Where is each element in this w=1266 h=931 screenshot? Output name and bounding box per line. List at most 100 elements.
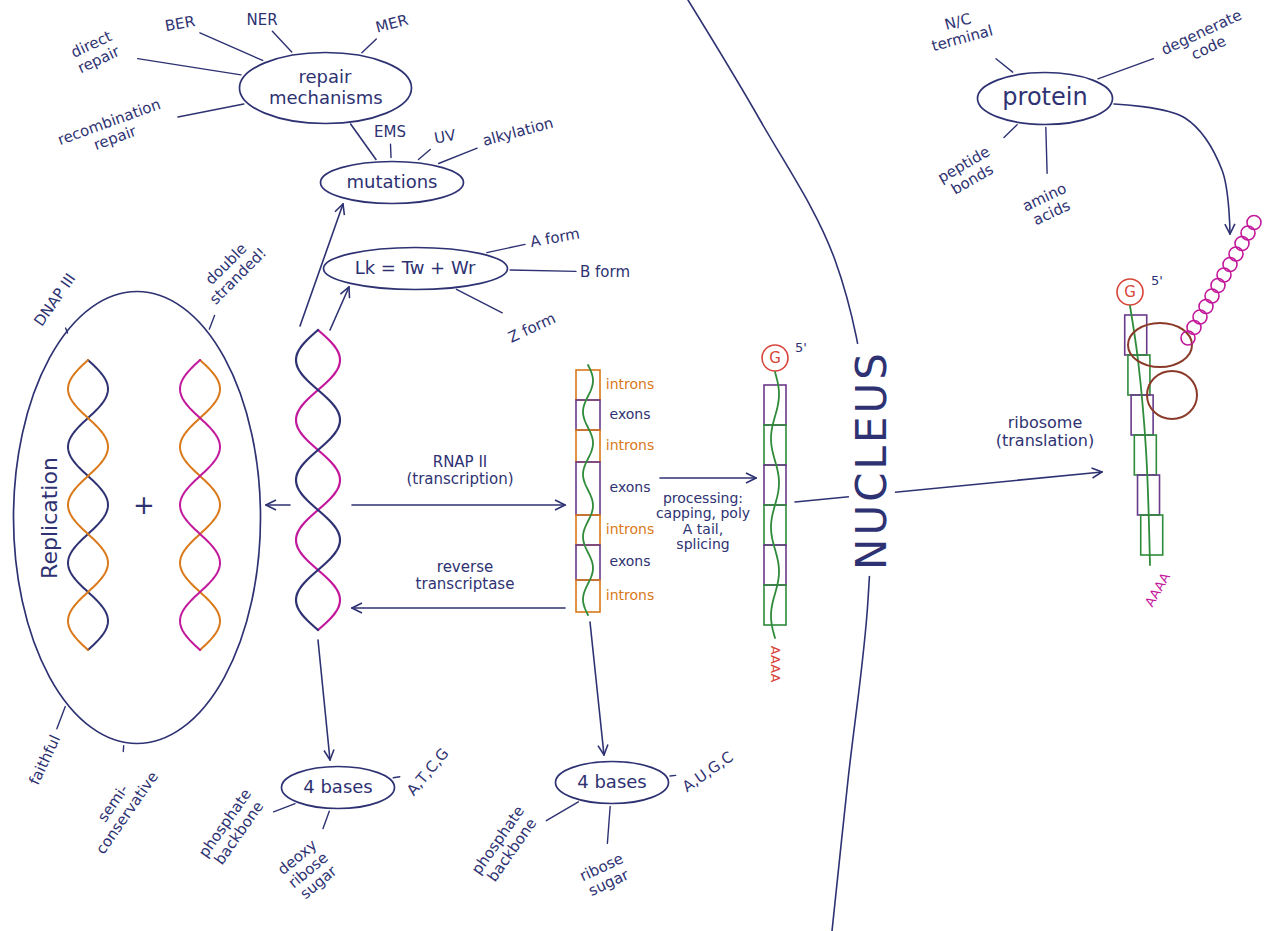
leader-line [138,59,241,75]
arrow [795,472,1102,502]
protein-property: amino acids [1014,177,1082,232]
amino-acid-bead [1235,237,1249,251]
repair-type: MER [374,12,410,36]
leader-line [323,811,329,828]
amino-acid-bead [1229,247,1243,261]
component: phosphate backbone [194,784,270,873]
parent-strand [180,360,220,650]
concept-oval: 4 bases [554,760,670,805]
region-label: introns [606,522,654,537]
oval-outline [239,53,411,124]
oval-outline [14,292,261,744]
component: ribose sugar [571,847,639,902]
node-title: Replication [37,457,62,579]
amino-acid-bead [1247,216,1261,230]
rna-strand [583,365,593,615]
protein-property: peptide bonds [929,140,1006,204]
amino-acid-bead [1181,331,1195,345]
oval-outline [282,766,395,808]
amino-acid-bead [1241,226,1255,240]
exon-segment [576,545,600,580]
concept-oval: mutations [319,160,465,205]
amino-acid-bead [1187,321,1201,335]
concept-oval: 4 bases [280,765,396,810]
connector-line [350,123,376,160]
oval-outline [978,72,1113,124]
oval-outline [556,761,669,803]
node-title: protein [1002,84,1087,112]
leader-line [996,59,1013,72]
mutagen: EMS [374,124,406,141]
component: phosphate backbone [467,801,543,890]
new-strand [180,360,220,650]
leader-line [1098,59,1154,79]
region-label: introns [606,588,654,603]
arrow [318,640,330,760]
leader-line [123,746,125,752]
process-label: RNAP II (transcription) [390,454,530,487]
exon-segment [764,465,786,505]
rna-strand [1130,306,1150,565]
exon-segment [764,505,786,545]
region-label: exons [610,407,651,422]
dna-strand [296,330,340,630]
repair-type: NER [246,12,277,29]
leader-line [272,31,291,52]
property: semi-conservative [76,756,163,861]
rna-strand [771,372,779,638]
repair-type: direct repair [56,22,133,81]
cap-letter: G [769,350,781,367]
leader-line [439,148,478,163]
leader-line [670,775,676,777]
concept-oval: repair mechanisms [238,51,413,125]
leader-line [510,270,576,271]
amino-acid-bead [1211,279,1225,293]
cap-circle [762,345,788,371]
leader-line [393,777,400,778]
component: deoxy ribose sugar [270,832,346,907]
arrow [300,204,343,326]
leader-line [178,104,244,117]
cap-letter: G [1124,284,1136,301]
leader-line [209,315,214,329]
mutagen: alkylation [481,115,555,150]
property: faithful [26,733,63,788]
leader-line [607,806,610,843]
base-list: A,U,G,C [680,749,737,796]
region-label: exons [610,480,651,495]
leader-line [418,150,430,160]
dna-strand [296,330,340,630]
node-title: repair mechanisms [269,67,381,108]
dna-form: B form [580,264,630,281]
node-title: Lk = Tw + Wr [355,258,476,279]
arrow [352,504,565,506]
leader-line [390,144,392,157]
concept-oval: protein [976,71,1114,126]
region-label: introns [606,377,654,392]
concept-oval: Lk = Tw + Wr [322,246,509,291]
leader-line [487,244,525,252]
poly-a-tail: AAAA [768,646,782,683]
node-title: mutations [347,172,438,193]
plus-sign: + [133,491,155,520]
process-label: processing: capping, poly A tail, splici… [655,491,751,553]
compartment-label: NUCLEUS [849,344,895,576]
cap-circle [1117,279,1143,305]
region-label: introns [606,438,654,453]
arrow [266,504,290,506]
poly-a-tail: AAAA [1143,571,1174,610]
arrow [330,287,349,330]
dna-form: A form [529,226,581,251]
leader-line [1046,127,1047,173]
repair-type: recombination repair [50,94,174,166]
arrow [1114,104,1230,234]
mutagen: UV [433,127,457,147]
dna-form: Z form [506,310,558,346]
end-label: 5' [795,341,807,355]
leader-line [456,289,502,312]
protein-property: N/C terminal [917,4,1003,57]
node-title: 4 bases [303,777,372,798]
leader-line [274,804,295,812]
amino-acid-bead [1193,310,1207,324]
ribosome-subunit [1128,323,1192,367]
